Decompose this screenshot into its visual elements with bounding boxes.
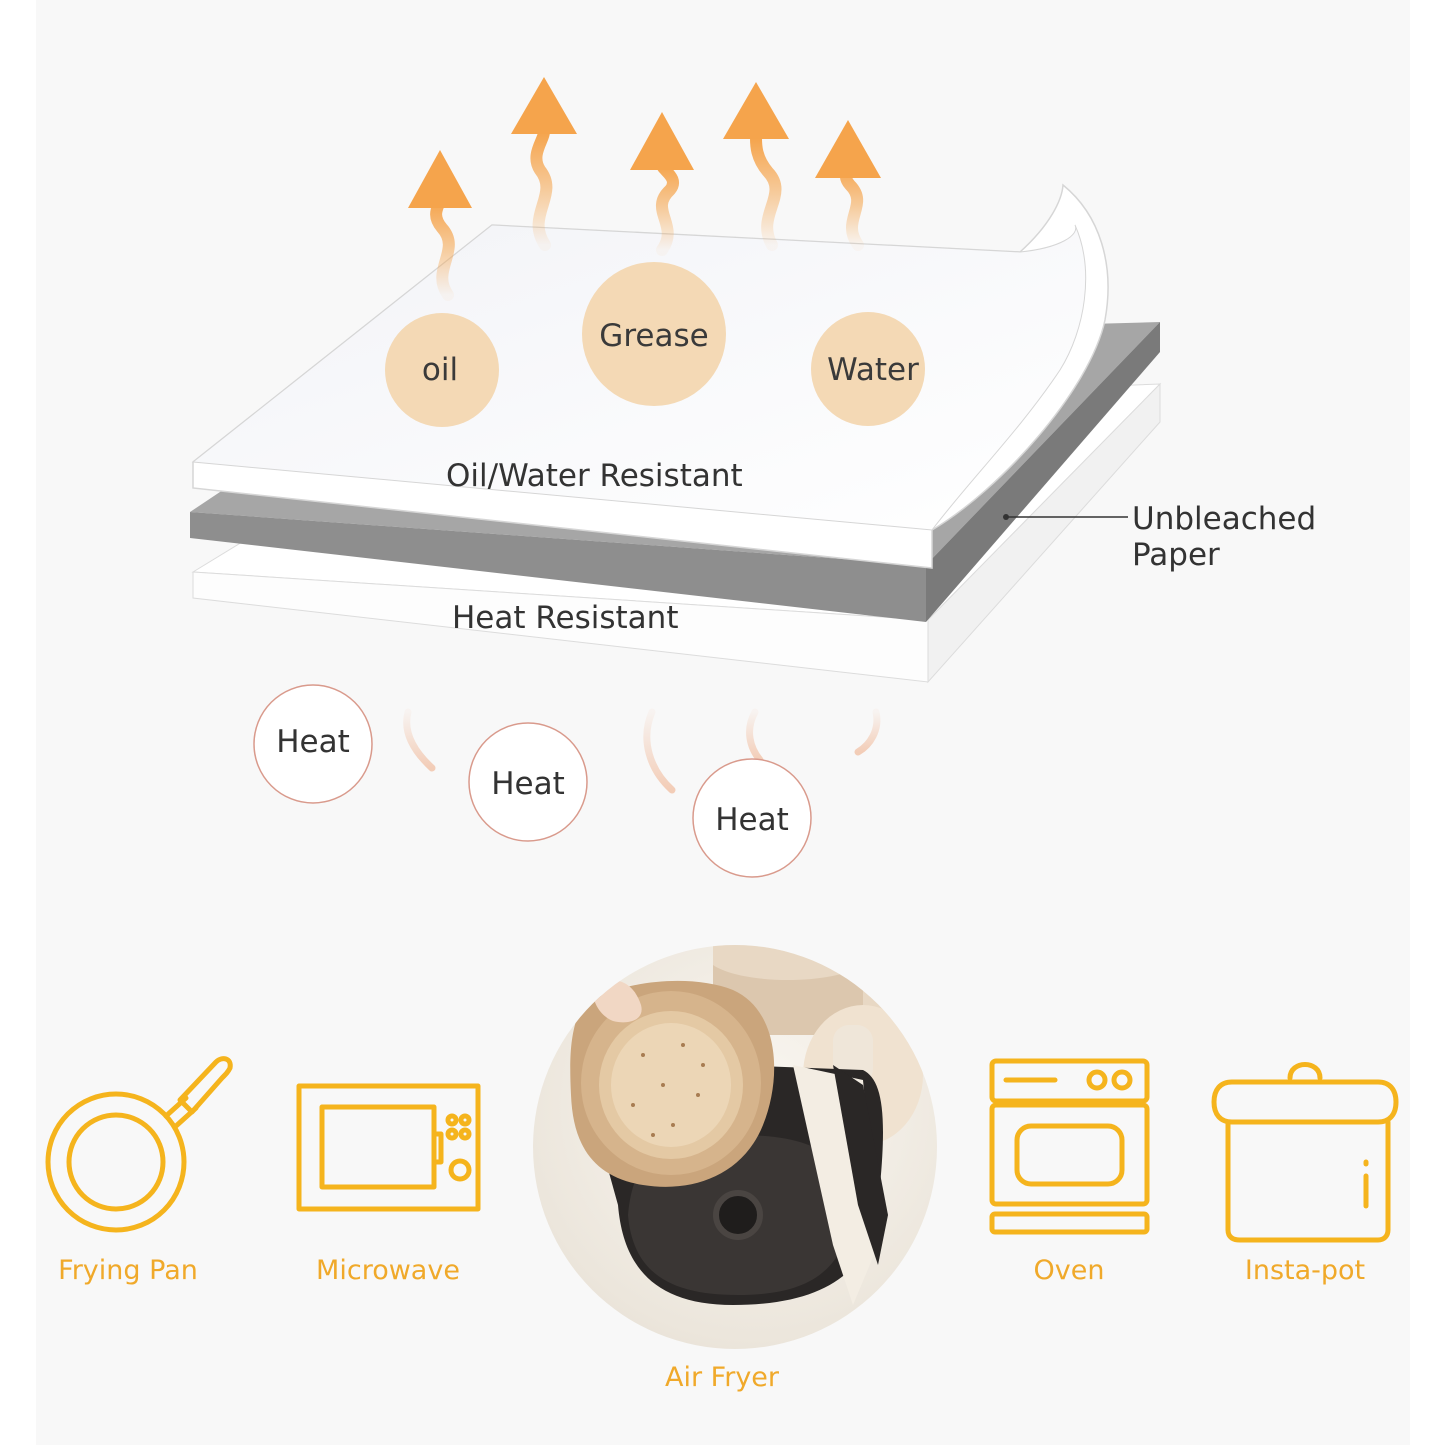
- grease-label: Grease: [599, 318, 709, 354]
- oil-water-resistant-label: Oil/Water Resistant: [446, 458, 743, 494]
- vapor-arrows: [408, 77, 881, 301]
- heat-circle-2: [468, 722, 588, 842]
- microwave-icon: [296, 1083, 481, 1212]
- heat-resistant-label: Heat Resistant: [452, 600, 679, 636]
- vapor-arrow-3: [630, 112, 694, 256]
- heat-waves: [403, 708, 881, 794]
- unbleached-label-line1: Unbleached: [1132, 501, 1317, 537]
- heat-circle-3: [692, 758, 812, 878]
- frying-pan-icon: [45, 1056, 233, 1233]
- insta-pot-icon: [1211, 1062, 1399, 1243]
- vapor-arrow-1: [408, 150, 472, 301]
- water-blob: [811, 312, 925, 426]
- unbleached-label-line2: Paper: [1132, 537, 1220, 573]
- oven-label: Oven: [1033, 1255, 1105, 1286]
- oil-blob: [385, 313, 499, 427]
- frying-pan-label: Frying Pan: [58, 1255, 198, 1286]
- oil-label: oil: [421, 352, 459, 388]
- heat-label-3: Heat: [715, 802, 789, 838]
- unbleached-leader-line: [1003, 514, 1128, 520]
- air-fryer-label: Air Fryer: [664, 1362, 780, 1393]
- air-fryer-illustration: [570, 945, 923, 1305]
- vapor-arrow-5: [815, 120, 881, 251]
- oven-icon: [989, 1058, 1150, 1235]
- microwave-label: Microwave: [316, 1255, 460, 1286]
- heat-circle-1: [253, 684, 373, 804]
- water-label: Water: [827, 352, 919, 388]
- heat-label-1: Heat: [276, 724, 350, 760]
- heat-label-2: Heat: [491, 766, 565, 802]
- vapor-arrow-4: [723, 82, 789, 251]
- grease-blob: [582, 262, 726, 406]
- vapor-arrow-2: [511, 77, 577, 251]
- air-fryer-photo: [533, 945, 937, 1349]
- insta-pot-label: Insta-pot: [1244, 1255, 1366, 1286]
